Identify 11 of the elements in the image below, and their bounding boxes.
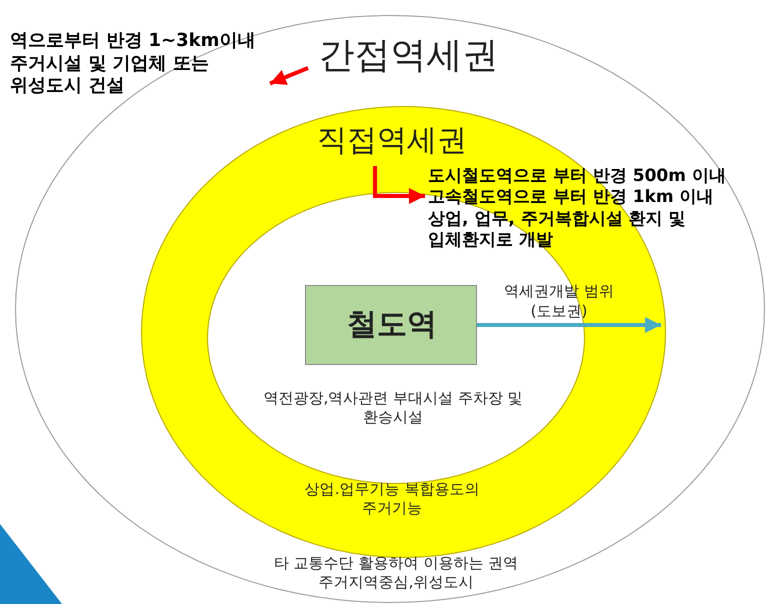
arrow [269,66,309,86]
zone-description: 역전광장,역사관련 부대시설 주차장 및 환승시설 [263,389,523,426]
station-label: 철도역 [346,306,438,344]
zone-title: 간접역세권 [318,34,500,78]
station-box [305,285,477,365]
annotation-text: 역으로부터 반경 1~3km이내 주거시설 및 기업체 또는 위성도시 건설 [10,30,266,98]
zone-description: 타 교통수단 활용하여 이용하는 권역 주거지역중심,위성도시 [272,554,520,592]
zone-title: 직접역세권 [316,122,468,160]
arrow [477,317,661,333]
arrow [373,166,425,204]
zone-description: 상업.업무기능 복합용도의 주거기능 [304,480,480,518]
